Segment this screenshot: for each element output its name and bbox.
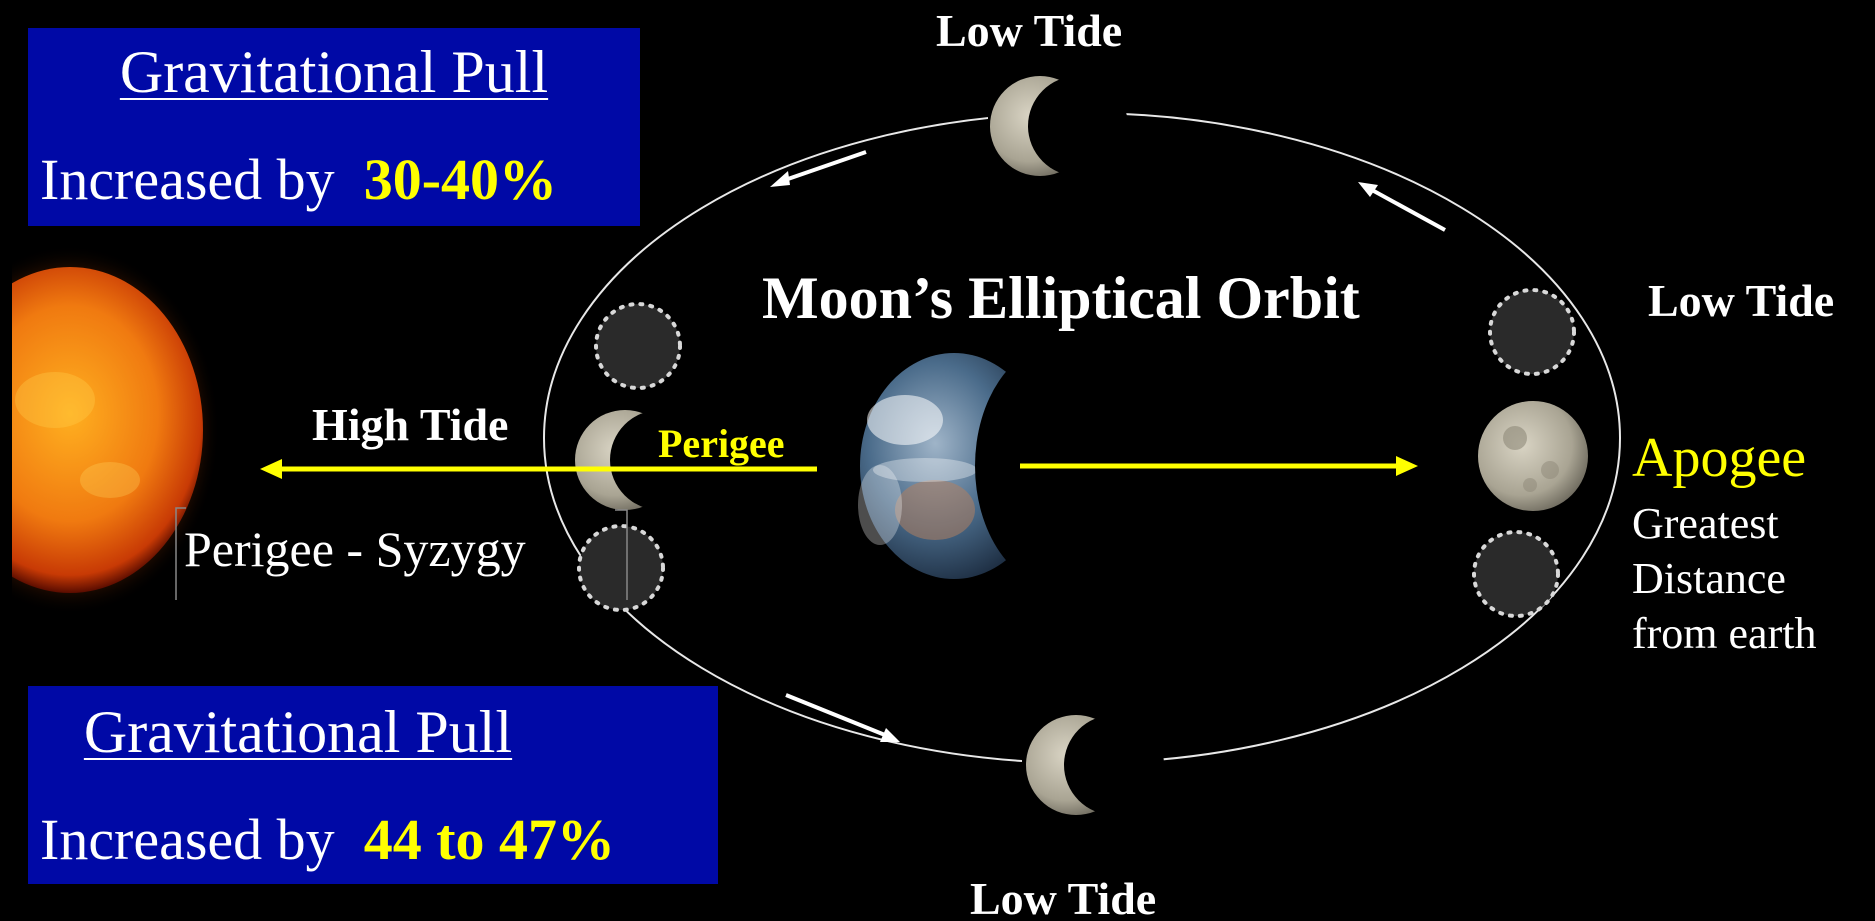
orbit-direction-arrow-bottom <box>785 693 900 742</box>
top-box-increase-line: Increased by 30-40% <box>40 146 557 213</box>
orbit-direction-arrow-top-right <box>1358 182 1446 232</box>
top-box-value: 30-40% <box>363 147 558 212</box>
apogee-desc-line-3: from earth <box>1632 609 1817 658</box>
top-box-prefix: Increased by <box>40 147 335 212</box>
high-tide-label: High Tide <box>312 399 509 450</box>
diagram-title: Moon’s Elliptical Orbit <box>762 265 1360 331</box>
moon-marker-dotted <box>594 302 682 390</box>
top-info-box: Gravitational Pull Increased by 30-40% <box>28 28 640 226</box>
syzygy-bracket-left <box>175 507 186 600</box>
earth-image <box>858 344 1145 588</box>
top-box-heading: Gravitational Pull <box>119 39 549 105</box>
perigee-label: Perigee <box>658 421 785 466</box>
orbit-direction-arrow-top-left <box>770 150 867 187</box>
distance-arrow-to-apogee <box>1020 456 1418 476</box>
crescent-moon-perigee <box>570 405 710 517</box>
bottom-info-box: Gravitational Pull Increased by 44 to 47… <box>28 686 718 884</box>
moon-marker-dotted <box>1488 288 1576 376</box>
apogee-desc-line-2: Distance <box>1632 554 1786 603</box>
moon-marker-dotted <box>577 524 665 612</box>
gravity-arrow-to-sun <box>260 459 817 479</box>
moon-marker-dotted <box>1472 530 1560 618</box>
perigee-syzygy-label: Perigee - Syzygy <box>184 521 526 577</box>
full-moon-apogee <box>1470 400 1595 512</box>
bottom-box-value: 44 to 47% <box>363 807 616 872</box>
apogee-label: Apogee <box>1632 427 1807 489</box>
bottom-box-prefix: Increased by <box>40 807 335 872</box>
bottom-box-heading: Gravitational Pull <box>83 699 513 765</box>
syzygy-bracket-right <box>615 509 628 600</box>
low-tide-label-bottom: Low Tide <box>970 873 1157 921</box>
apogee-desc-line-1: Greatest <box>1632 499 1779 548</box>
low-tide-label-top: Low Tide <box>936 5 1123 56</box>
crescent-moon-bottom <box>1022 712 1164 820</box>
bottom-box-increase-line: Increased by 44 to 47% <box>40 806 615 873</box>
low-tide-label-right: Low Tide <box>1648 275 1835 326</box>
sun-image <box>0 245 220 620</box>
crescent-moon-top <box>988 72 1128 180</box>
